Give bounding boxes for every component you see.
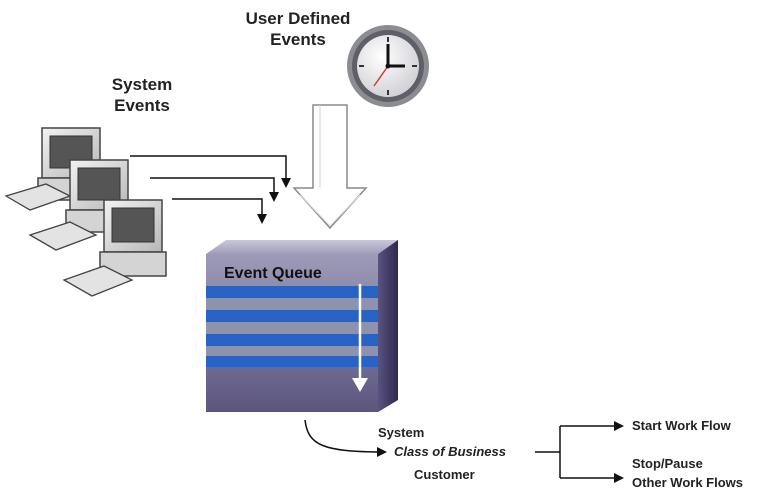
branch-arrows <box>535 421 624 483</box>
outcome-stop-pause: Stop/Pause Other Work Flows <box>632 454 743 492</box>
system-events-line2: Events <box>114 96 170 115</box>
system-events-label: System Events <box>92 74 192 116</box>
queue-cube-icon <box>206 240 398 412</box>
category-customer: Customer <box>414 467 475 482</box>
system-event-arrows <box>130 155 291 224</box>
computer-icon <box>4 127 167 297</box>
outcome-start-work-flow: Start Work Flow <box>632 418 731 433</box>
output-arrow <box>304 419 387 457</box>
user-defined-events-line2: Events <box>270 30 326 49</box>
event-queue-title: Event Queue <box>224 265 322 282</box>
hollow-arrow-icon <box>292 104 368 230</box>
system-events-line1: System <box>111 75 173 94</box>
outcome-stop-line1: Stop/Pause <box>632 456 703 471</box>
category-class-of-business: Class of Business <box>394 444 506 459</box>
category-system: System <box>378 425 425 440</box>
clock-icon <box>347 25 429 107</box>
user-defined-events-line1: User Defined <box>245 9 351 28</box>
user-defined-events-label: User Defined Events <box>228 8 368 50</box>
outcome-stop-line2: Other Work Flows <box>632 475 743 490</box>
